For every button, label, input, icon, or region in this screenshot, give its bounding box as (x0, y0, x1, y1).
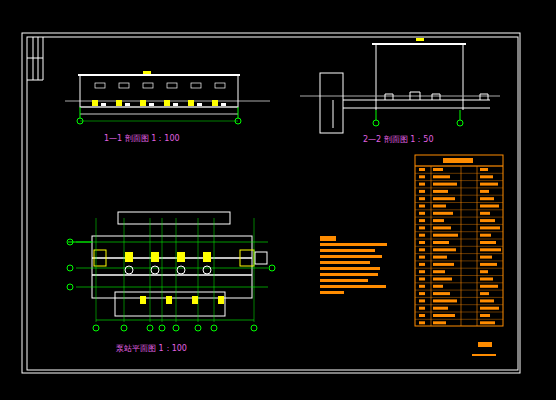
section-1-1 (65, 71, 270, 124)
section-2-2 (300, 38, 500, 133)
equipment-table (415, 155, 503, 326)
view-title: 泵站平面图 1：100 (115, 345, 188, 353)
notes-block (320, 236, 387, 294)
pump-station-plan (67, 212, 275, 320)
view-title: 2—2 剖面图 1：50 (362, 136, 435, 144)
view-title: 1—1 剖面图 1：100 (103, 135, 181, 143)
